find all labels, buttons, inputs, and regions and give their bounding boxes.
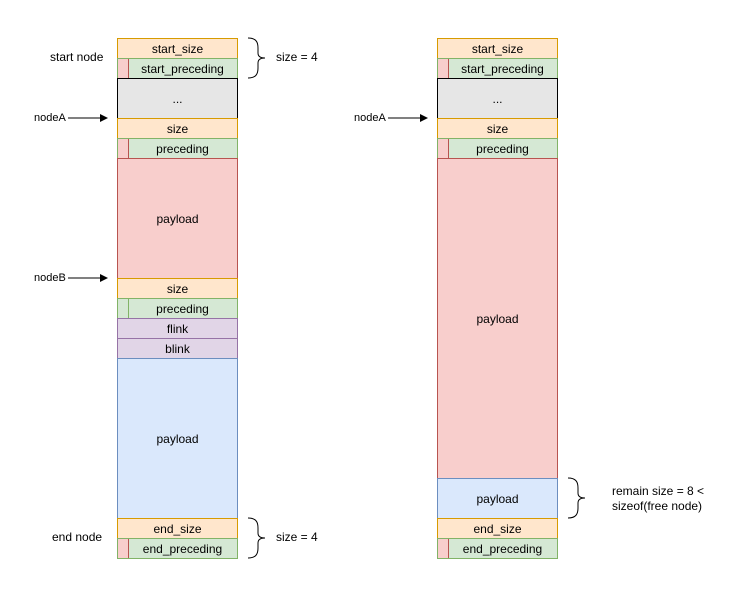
end-node-label: end node (52, 530, 103, 544)
right-node-a-label: nodeA (354, 112, 386, 124)
left-start-preceding-flag (118, 59, 129, 78)
left-end-preceding-flag (118, 539, 129, 558)
right-start-size-text: start_size (471, 41, 524, 56)
start-node-label: start node (50, 50, 104, 64)
left-node-a-size-text: size (166, 121, 189, 136)
left-node-b-label: nodeB (34, 272, 66, 284)
top-size-brace-label: size = 4 (276, 50, 318, 64)
left-node-a-label: nodeA (34, 112, 66, 124)
left-node-b-size-text: size (166, 281, 189, 296)
left-start-preceding-text: start_preceding (141, 61, 224, 76)
left-node-a-preceding-text: preceding (156, 141, 209, 156)
right-node-a-size-text: size (486, 121, 509, 136)
right-ellipsis-cell: ... (437, 78, 558, 119)
bottom-size-brace-label: size = 4 (276, 530, 318, 544)
right-node-a-payload-cell: payload (437, 158, 558, 479)
left-start-preceding-cell: start_preceding (117, 58, 238, 79)
right-ellipsis-text: ... (492, 91, 503, 106)
left-node-a-payload-cell: payload (117, 158, 238, 279)
right-remain-payload-text: payload (476, 491, 519, 506)
left-node-b-payload-cell: payload (117, 358, 238, 519)
right-end-preceding-flag (438, 539, 449, 558)
left-node-b-flink-text: flink (166, 321, 189, 336)
left-end-preceding-cell: end_preceding (117, 538, 238, 559)
left-node-b-preceding-text: preceding (156, 301, 209, 316)
left-node-a-size-cell: size (117, 118, 238, 139)
bottom-size-brace-icon (247, 517, 266, 559)
left-start-size-text: start_size (151, 41, 204, 56)
left-end-size-text: end_size (153, 521, 202, 536)
right-remain-payload-cell: payload (437, 478, 558, 519)
right-end-size-text: end_size (473, 521, 522, 536)
left-node-b-blink-text: blink (165, 341, 190, 356)
top-size-brace-icon (247, 37, 266, 79)
right-end-preceding-text: end_preceding (462, 541, 543, 556)
right-start-preceding-text: start_preceding (461, 61, 544, 76)
left-node-b-payload-text: payload (156, 431, 199, 446)
right-end-preceding-cell: end_preceding (437, 538, 558, 559)
left-end-preceding-text: end_preceding (142, 541, 223, 556)
right-start-preceding-flag (438, 59, 449, 78)
remain-size-label-line1: remain size = 8 < (612, 484, 705, 498)
left-node-b-preceding-divider (128, 299, 129, 318)
left-ellipsis-text: ... (172, 91, 183, 106)
remain-size-label-line2: sizeof(free node) (612, 499, 703, 513)
remain-size-brace-icon (567, 477, 586, 519)
left-node-a-payload-text: payload (156, 211, 199, 226)
right-node-a-preceding-flag (438, 139, 449, 158)
right-node-a-preceding-text: preceding (476, 141, 529, 156)
left-node-a-preceding-flag (118, 139, 129, 158)
right-node-a-payload-text: payload (476, 311, 519, 326)
